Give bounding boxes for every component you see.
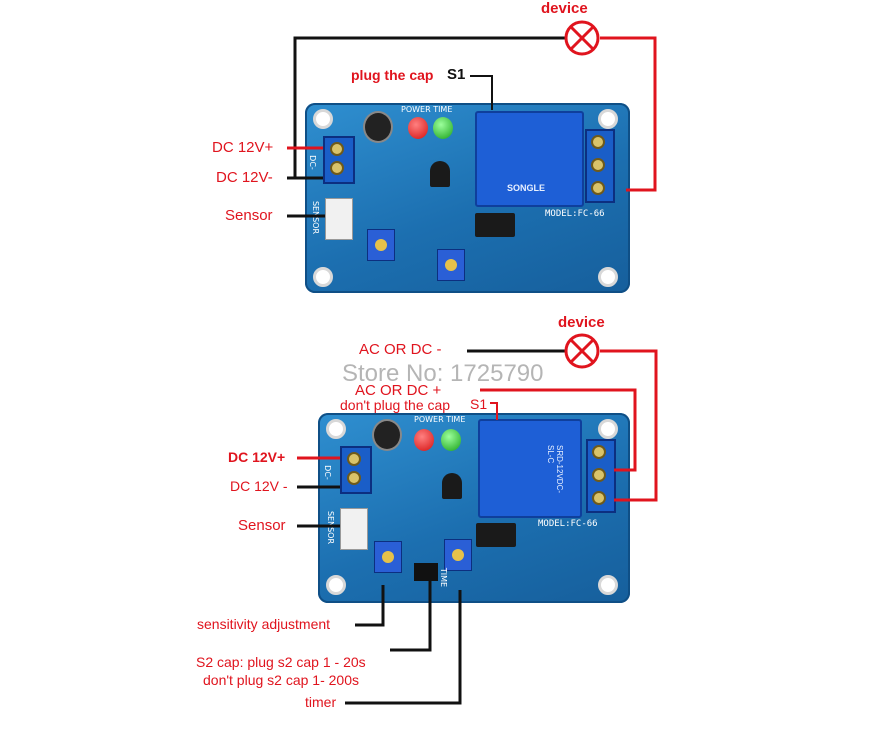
capacitor xyxy=(363,111,393,143)
top-s1-label: S1 xyxy=(447,66,466,83)
top-black-wire xyxy=(290,36,565,180)
ic-chip xyxy=(476,523,516,547)
sensor-connector xyxy=(325,198,353,240)
sensitivity-label: sensitivity adjustment xyxy=(197,616,331,632)
transistor xyxy=(442,473,462,499)
dc-terminal xyxy=(340,446,372,494)
ac-dc-pos-label: AC OR DC + xyxy=(355,382,442,399)
timer-label: timer xyxy=(305,694,337,710)
top-cap-pointer xyxy=(470,75,493,110)
bottom-device-label: device xyxy=(558,314,605,331)
top-board: POWER TIME DC- SENSOR SONGLE MODEL:FC-66 xyxy=(305,103,630,293)
green-led xyxy=(433,117,453,139)
top-dc-pos-label: DC 12V+ xyxy=(212,139,274,156)
red-led xyxy=(408,117,428,139)
mount-hole xyxy=(598,419,618,439)
timer-pot xyxy=(444,539,472,571)
relay-terminal xyxy=(585,129,615,203)
dont-plug-cap-label: don't plug the cap xyxy=(340,397,451,413)
relay-terminal xyxy=(586,439,616,513)
capacitor xyxy=(372,419,402,451)
mount-hole xyxy=(598,267,618,287)
relay: SONGLE xyxy=(475,111,584,207)
timer-pot xyxy=(437,249,465,281)
power-time-silk: POWER TIME xyxy=(401,105,453,114)
s2-cap-line2-label: don't plug s2 cap 1- 200s xyxy=(203,672,360,688)
green-led xyxy=(441,429,461,451)
device-lamp-icon xyxy=(564,20,600,56)
bottom-dc-pos-label: DC 12V+ xyxy=(228,449,286,465)
ac-dc-neg-label: AC OR DC - xyxy=(359,341,442,358)
top-device-label: device xyxy=(541,0,588,17)
s2-cap-pointer xyxy=(390,580,432,652)
sensitivity-pot xyxy=(367,229,395,261)
mount-hole xyxy=(598,575,618,595)
bottom-cap-pointer xyxy=(490,402,498,420)
top-dc-neg-label: DC 12V- xyxy=(216,169,273,186)
ic-chip xyxy=(475,213,515,237)
bottom-sensor-label: Sensor xyxy=(238,517,286,534)
store-watermark: Store No: 1725790 xyxy=(342,360,544,387)
mount-hole xyxy=(326,419,346,439)
timer-pointer xyxy=(345,590,462,705)
relay-brand: SONGLE xyxy=(507,183,546,193)
bottom-board: POWER TIME DC- SENSOR TIME SRD-12VDC-SL-… xyxy=(318,413,630,603)
bottom-s1-label: S1 xyxy=(470,396,488,412)
relay: SRD-12VDC-SL-C xyxy=(478,419,582,518)
model-label: MODEL:FC-66 xyxy=(538,519,598,529)
top-plug-cap-label: plug the cap xyxy=(351,67,434,83)
sensor-connector xyxy=(340,508,368,550)
red-led xyxy=(414,429,434,451)
s2-cap-line1-label: S2 cap: plug s2 cap 1 - 20s xyxy=(196,654,366,670)
dc-terminal xyxy=(323,136,355,184)
top-sensor-label: Sensor xyxy=(225,207,273,224)
mount-hole xyxy=(313,109,333,129)
bottom-acdc-pos-wire xyxy=(480,388,637,472)
device-lamp-icon xyxy=(564,333,600,369)
power-time-silk: POWER TIME xyxy=(414,415,466,424)
sensitivity-pointer xyxy=(355,585,385,627)
top-red-wire xyxy=(600,36,657,192)
mount-hole xyxy=(598,109,618,129)
sensitivity-pot xyxy=(374,541,402,573)
model-label: MODEL:FC-66 xyxy=(545,209,605,219)
mount-hole xyxy=(313,267,333,287)
transistor xyxy=(430,161,450,187)
s2-header xyxy=(414,563,438,581)
bottom-dc-neg-label: DC 12V - xyxy=(230,478,288,494)
mount-hole xyxy=(326,575,346,595)
bottom-red-wire xyxy=(600,349,658,502)
